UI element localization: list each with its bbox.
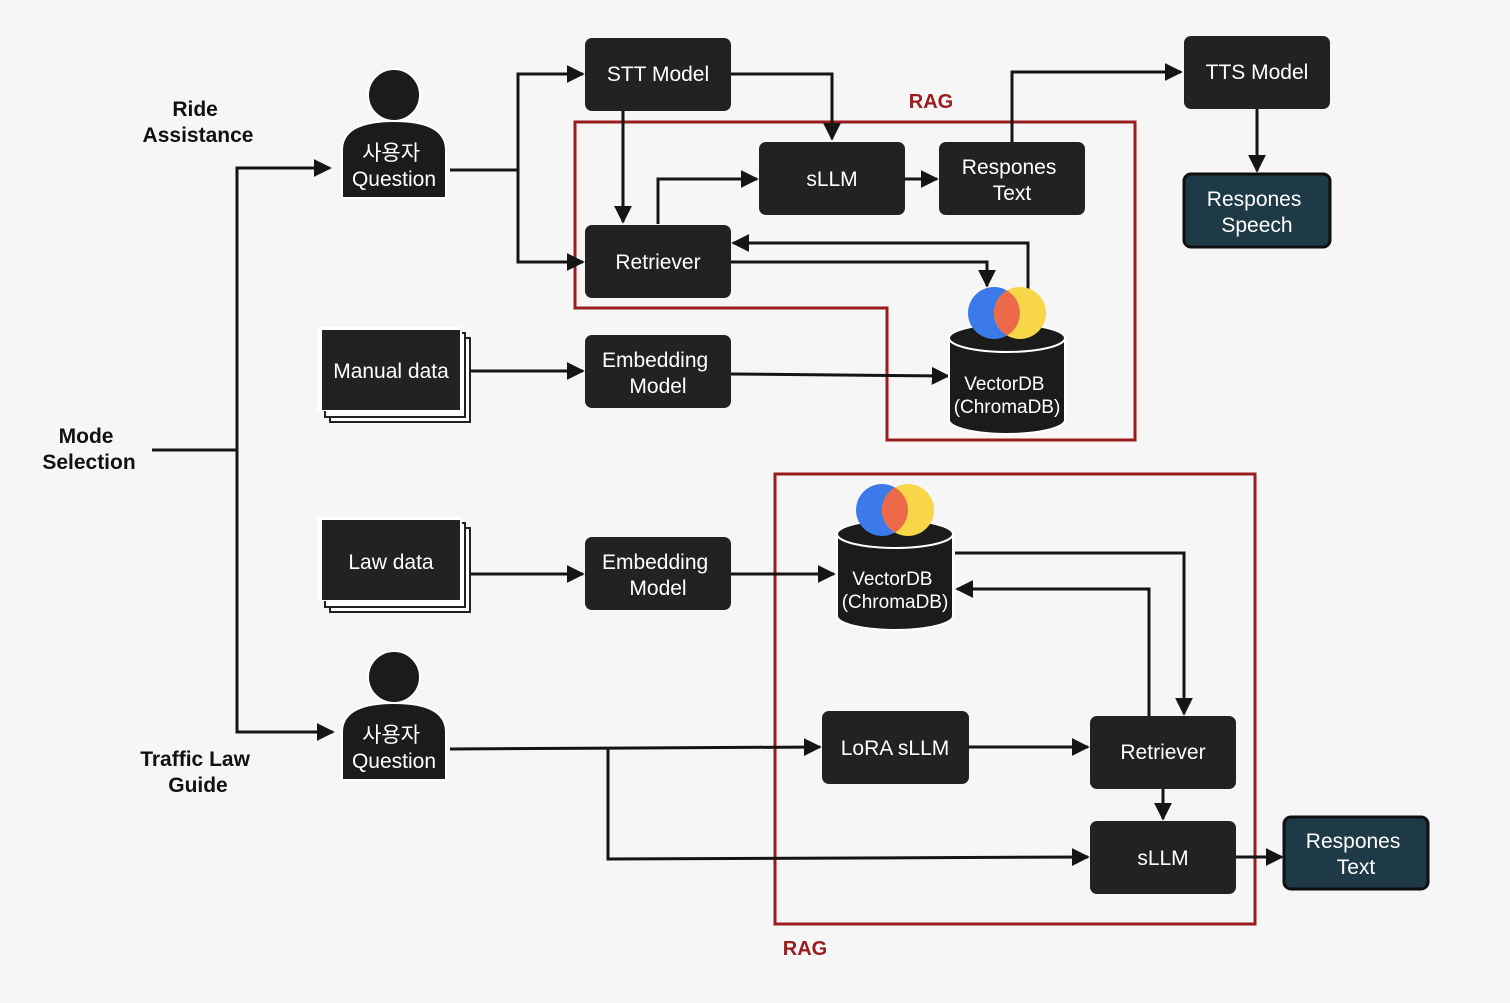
law-sllm-label: sLLM xyxy=(1137,847,1188,870)
law-data-node: Law data xyxy=(318,517,471,613)
law-embedding-node: Embedding Model xyxy=(585,537,731,610)
chroma-logo-icon xyxy=(968,287,1046,339)
law-user-node: 사용자 Question xyxy=(341,650,447,781)
edge-law-user-to-lora xyxy=(449,738,822,757)
ride-respones-text-label: Respones Text xyxy=(962,156,1062,205)
edge-embedding-to-vectordb xyxy=(730,366,950,385)
respones-speech-node: Respones Speech xyxy=(1182,172,1332,249)
user-icon xyxy=(341,68,447,199)
ride-embedding-node: Embedding Model xyxy=(585,335,731,408)
edge-law-vectordb-to-retriever xyxy=(955,551,1193,716)
law-user-label: 사용자 Question xyxy=(352,724,436,773)
law-sllm-node: sLLM xyxy=(1090,821,1236,894)
law-retriever-node: Retriever xyxy=(1090,716,1236,789)
edge-law-retriever-to-vectordb xyxy=(955,580,1151,716)
ride-embedding-label: Embedding Model xyxy=(602,349,714,398)
tts-model-label: TTS Model xyxy=(1206,61,1309,84)
law-retriever-label: Retriever xyxy=(1120,741,1205,764)
ride-user-label: 사용자 Question xyxy=(352,142,436,191)
law-respones-text-node: Respones Text xyxy=(1282,815,1430,891)
ride-assistance-label: Ride Assistance xyxy=(143,98,254,147)
law-embedding-label: Embedding Model xyxy=(602,551,714,600)
tts-model-node: TTS Model xyxy=(1184,36,1330,109)
edge-mode-to-ride-user xyxy=(235,159,332,450)
ride-vectordb-label: VectorDB (ChromaDB) xyxy=(954,374,1061,418)
respones-speech-label: Respones Speech xyxy=(1207,188,1307,237)
manual-data-node: Manual data xyxy=(318,327,471,423)
edge-text-to-tts xyxy=(1010,63,1183,142)
rag-frame-ride xyxy=(573,120,1137,442)
edge-mode-to-law-user xyxy=(235,450,335,741)
edge-retriever-to-sllm xyxy=(656,170,759,224)
ride-retriever-node: Retriever xyxy=(585,225,731,298)
edge-user-to-stt xyxy=(450,65,585,172)
edge-retriever-to-vectordb xyxy=(731,260,996,288)
mode-selection-label: Mode Selection xyxy=(42,425,135,474)
edge-user-to-retriever xyxy=(516,170,585,271)
ride-sllm-label: sLLM xyxy=(806,168,857,191)
edge-law-user-to-sllm xyxy=(606,749,1090,867)
manual-data-label: Manual data xyxy=(333,360,449,383)
ride-retriever-label: Retriever xyxy=(615,251,700,274)
rag-frame-law xyxy=(773,472,1257,926)
stt-model-label: STT Model xyxy=(607,63,709,86)
ride-sllm-node: sLLM xyxy=(759,142,905,215)
edge-vectordb-to-retriever xyxy=(731,234,1030,290)
edge-stt-to-sllm xyxy=(731,72,841,141)
stt-model-node: STT Model xyxy=(585,38,731,111)
ride-user-node: 사용자 Question xyxy=(341,68,447,199)
law-vectordb-node: VectorDB (ChromaDB) xyxy=(836,484,954,631)
rag-label-law: RAG xyxy=(783,938,827,960)
chroma-logo-icon xyxy=(856,484,934,536)
lora-sllm-node: LoRA sLLM xyxy=(822,711,969,784)
rag-label-ride: RAG xyxy=(909,91,953,113)
ride-respones-text-node: Respones Text xyxy=(939,142,1085,215)
ride-vectordb-node: VectorDB (ChromaDB) xyxy=(948,287,1066,435)
user-icon xyxy=(341,650,447,781)
lora-sllm-label: LoRA sLLM xyxy=(841,737,950,760)
law-vectordb-label: VectorDB (ChromaDB) xyxy=(842,569,949,613)
traffic-law-guide-label: Traffic Law Guide xyxy=(140,748,256,797)
law-data-label: Law data xyxy=(348,551,434,574)
law-respones-text-label: Respones Text xyxy=(1306,830,1406,879)
